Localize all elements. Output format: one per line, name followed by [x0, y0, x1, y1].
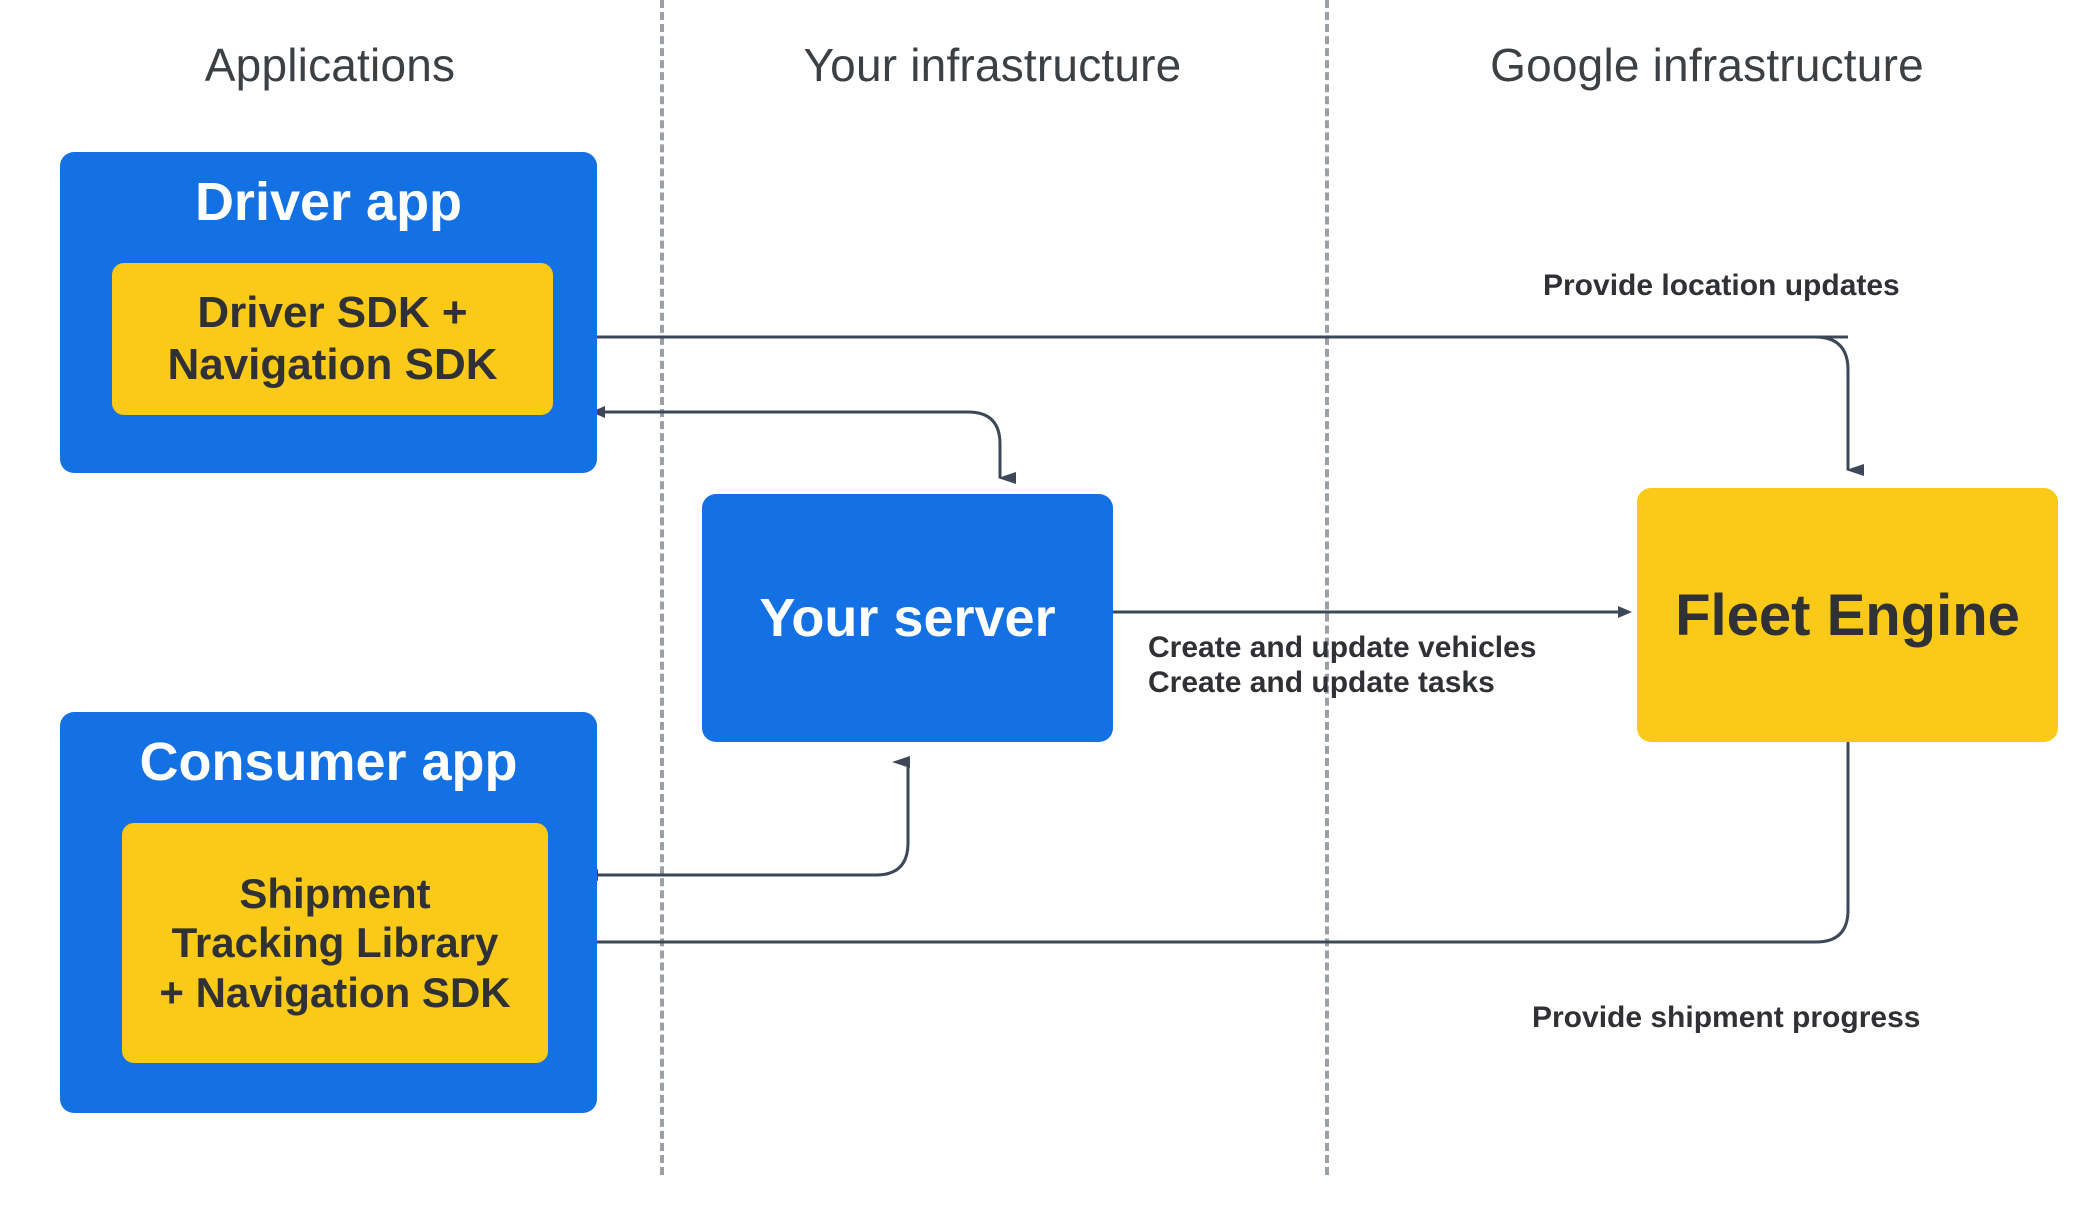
node-shipment-tracking-library[interactable]: Shipment Tracking Library + Navigation S…: [122, 823, 548, 1063]
shipment-tracking-label: Shipment Tracking Library + Navigation S…: [159, 869, 510, 1018]
edge-label-create-and-update: Create and update vehicles Create and up…: [1148, 630, 1536, 700]
connector-location-updates-elbow-down: [1814, 335, 1864, 476]
column-divider-infrastructure-google: [1325, 0, 1329, 1175]
column-divider-applications-infrastructure: [660, 0, 664, 1175]
column-header-google-infrastructure: Google infrastructure: [1490, 39, 1924, 91]
shipment-tracking-line-1: Shipment: [239, 869, 431, 917]
connector-driver-app-your-server: [591, 406, 1016, 484]
edge-label-create-update-tasks: Create and update tasks: [1148, 666, 1495, 700]
connector-consumer-app-your-server: [584, 756, 910, 881]
edge-label-provide-shipment-progress: Provide shipment progress: [1532, 1001, 1921, 1034]
column-header-your-infrastructure: Your infrastructure: [803, 39, 1182, 91]
fleet-engine-title: Fleet Engine: [1675, 582, 2020, 648]
driver-sdk-line-1: Driver SDK +: [197, 288, 468, 338]
node-your-server[interactable]: Your server: [702, 494, 1113, 742]
edge-label-create-update-vehicles: Create and update vehicles: [1148, 631, 1537, 664]
driver-sdk-line-2: Navigation SDK: [167, 340, 498, 389]
consumer-app-title: Consumer app: [139, 732, 518, 792]
connector-fleet-engine-to-shipment-tracking: [575, 742, 1850, 948]
node-driver-sdk[interactable]: Driver SDK + Navigation SDK: [112, 263, 553, 415]
driver-sdk-label: Driver SDK + Navigation SDK: [167, 287, 497, 391]
shipment-tracking-line-2: Tracking Library: [171, 919, 499, 967]
your-server-title: Your server: [759, 587, 1056, 648]
column-header-applications: Applications: [204, 39, 456, 91]
edge-label-provide-location-updates: Provide location updates: [1543, 269, 1900, 302]
node-fleet-engine[interactable]: Fleet Engine: [1637, 488, 2058, 742]
driver-app-title: Driver app: [194, 172, 463, 232]
shipment-tracking-line-3: + Navigation SDK: [159, 968, 511, 1016]
